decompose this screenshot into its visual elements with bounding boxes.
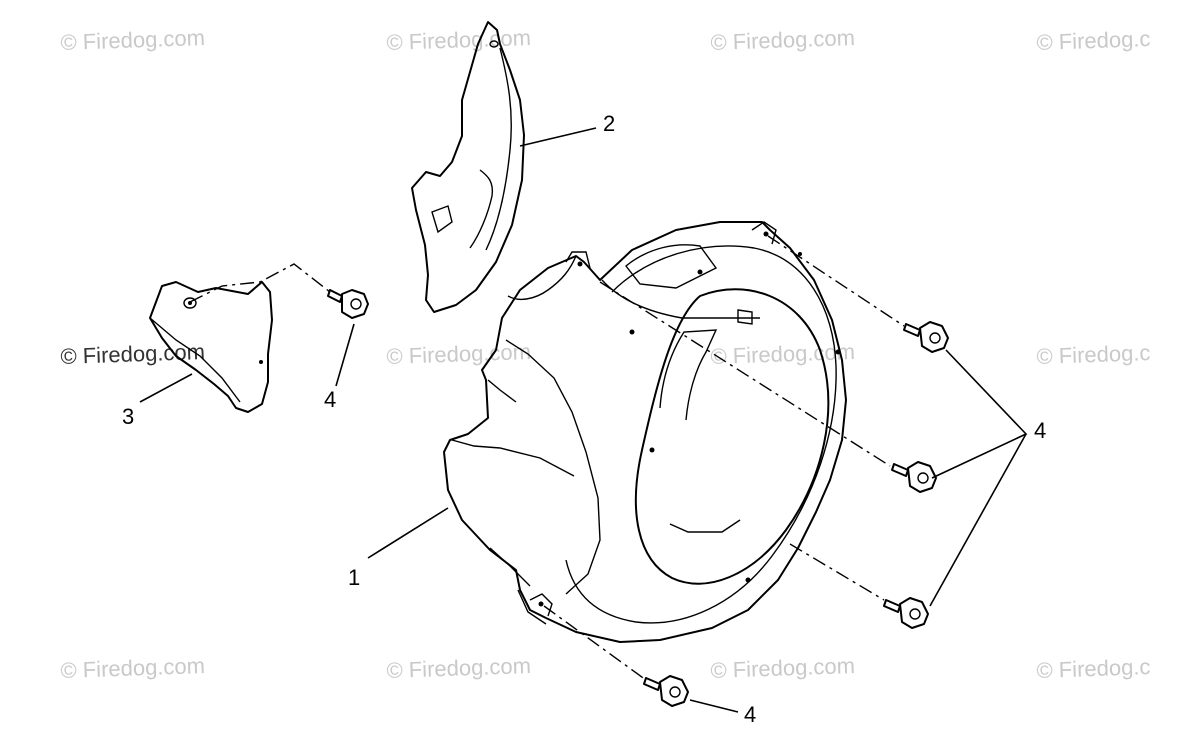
- bolt-part-4: [891, 461, 937, 493]
- bolt-part-4: [643, 675, 689, 707]
- callout-part-1: 1: [348, 565, 361, 590]
- callout-part-4: 4: [1034, 418, 1047, 443]
- callout-part-4: 4: [744, 702, 757, 727]
- callout-part-3: 3: [122, 404, 135, 429]
- alignment-lines: [189, 235, 905, 681]
- callout-part-4: 4: [324, 387, 337, 412]
- bolt-part-4: [903, 321, 949, 353]
- bolt-part-4: [327, 289, 369, 319]
- bolt-part-4: [883, 597, 929, 629]
- part-3-cover: [149, 281, 273, 413]
- part-1-blower-housing: [443, 221, 847, 643]
- callout-part-2: 2: [603, 111, 616, 136]
- part-2-baffle-plate: [411, 21, 525, 313]
- leader-lines: [139, 127, 1028, 713]
